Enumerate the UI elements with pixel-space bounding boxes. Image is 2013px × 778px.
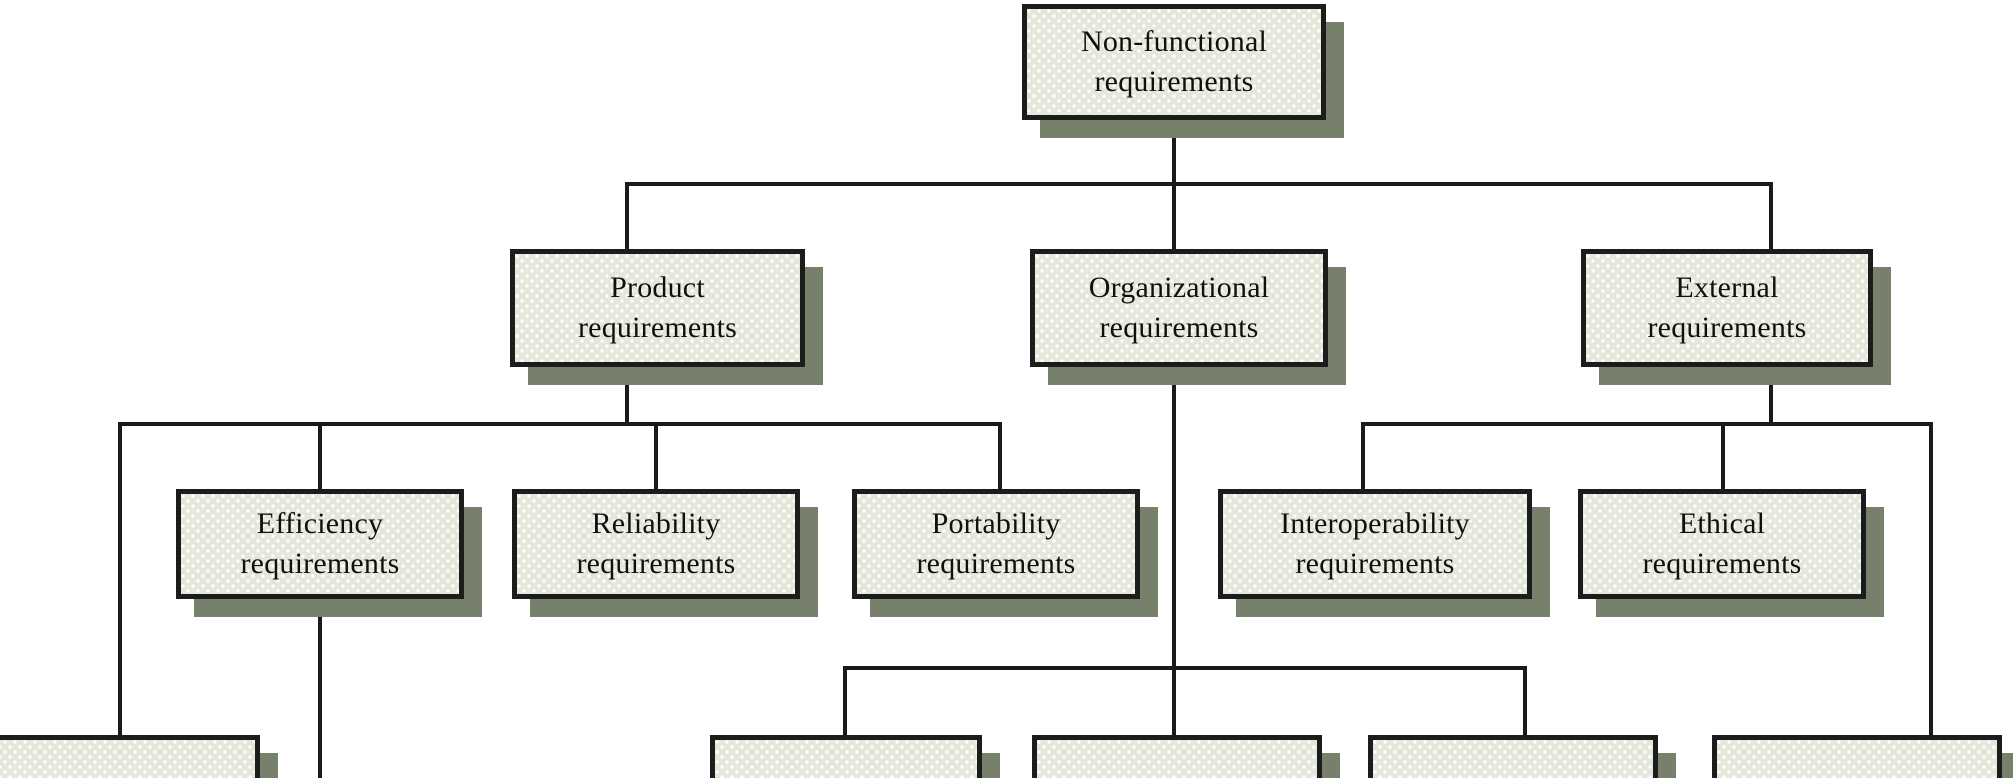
connector-root-stem (1172, 118, 1176, 184)
node-face: Standards (1368, 735, 1658, 778)
connector-org-to-implementation (1172, 666, 1176, 738)
connector-external-to-legislative (1929, 422, 1933, 738)
node-legislative[interactable]: Legislative (1712, 735, 2013, 778)
node-label-line2: requirements (240, 547, 400, 580)
node-usability[interactable]: Usability (0, 735, 278, 778)
node-face: Non-functional requirements (1022, 4, 1326, 120)
node-label-line2: requirements (576, 547, 736, 580)
connector-to-product (625, 182, 629, 252)
node-label-line1: Interoperability (1280, 507, 1470, 541)
node-label-line1: Organizational (1088, 271, 1270, 305)
connector-product-to-reliability (654, 422, 658, 490)
node-label-line2: requirements (916, 547, 1076, 580)
node-label-line1: Product (610, 271, 705, 305)
node-label-line1: Usability (63, 770, 175, 778)
node-label-line1: Ethical (1678, 507, 1766, 541)
node-face: Usability (0, 735, 260, 778)
node-face: Portability requirements (852, 489, 1140, 599)
connector-product-stem (625, 368, 629, 426)
node-label-line1: Efficiency (256, 507, 384, 541)
node-portability-requirements[interactable]: Portability requirements (852, 489, 1158, 617)
node-label-line1: External (1675, 271, 1779, 305)
connector-organizational-stem (1172, 368, 1176, 670)
node-face: Legislative (1712, 735, 2002, 778)
node-label-line1: Reliability (591, 507, 721, 541)
connector-org-to-standards (1523, 666, 1527, 738)
node-face: Implementation (1032, 735, 1322, 778)
connector-to-external (1769, 182, 1773, 252)
connector-org-to-delivery (843, 666, 847, 738)
connector-product-bus (118, 422, 1002, 426)
node-face: Efficiency requirements (176, 489, 464, 599)
node-face: Interoperability requirements (1218, 489, 1532, 599)
node-external-requirements[interactable]: External requirements (1581, 249, 1891, 385)
node-label-line2: requirements (1099, 311, 1259, 344)
node-label-line1: Implementation (1081, 770, 1274, 778)
connector-organizational-bus (843, 666, 1527, 670)
node-face: Product requirements (510, 249, 805, 367)
node-label-line2: requirements (1295, 547, 1455, 580)
node-face: Reliability requirements (512, 489, 800, 599)
connector-to-organizational (1172, 182, 1176, 252)
node-non-functional-requirements[interactable]: Non-functional requirements (1022, 4, 1344, 138)
node-label-line1: Portability (931, 507, 1061, 541)
node-label-line2: requirements (1647, 311, 1807, 344)
node-reliability-requirements[interactable]: Reliability requirements (512, 489, 818, 617)
node-label-line1: Legislative (1789, 770, 1925, 778)
node-standards[interactable]: Standards (1368, 735, 1676, 778)
node-label-line1: Delivery (793, 770, 900, 778)
node-label-line2: requirements (1094, 65, 1254, 98)
connector-product-to-efficiency (318, 422, 322, 490)
node-interoperability-requirements[interactable]: Interoperability requirements (1218, 489, 1550, 617)
node-label-line1: Non-functional (1080, 25, 1268, 59)
connector-external-to-interoperability (1361, 422, 1365, 490)
node-label-line1: Standards (1453, 770, 1573, 778)
node-organizational-requirements[interactable]: Organizational requirements (1030, 249, 1346, 385)
node-implementation[interactable]: Implementation (1032, 735, 1340, 778)
node-label-line2: requirements (1642, 547, 1802, 580)
node-face: Organizational requirements (1030, 249, 1328, 367)
connector-level2-bus (625, 182, 1773, 186)
node-face: Ethical requirements (1578, 489, 1866, 599)
connector-efficiency-stem (318, 598, 322, 778)
node-face: External requirements (1581, 249, 1873, 367)
node-label-line2: requirements (577, 311, 737, 344)
node-efficiency-requirements[interactable]: Efficiency requirements (176, 489, 482, 617)
node-ethical-requirements[interactable]: Ethical requirements (1578, 489, 1884, 617)
node-product-requirements[interactable]: Product requirements (510, 249, 823, 385)
connector-product-to-usability (118, 422, 122, 738)
node-delivery[interactable]: Delivery (710, 735, 1000, 778)
node-face: Delivery (710, 735, 982, 778)
connector-external-to-ethical (1721, 422, 1725, 490)
connector-external-bus (1361, 422, 1933, 426)
connector-product-to-portability (998, 422, 1002, 490)
connector-external-stem (1769, 368, 1773, 426)
